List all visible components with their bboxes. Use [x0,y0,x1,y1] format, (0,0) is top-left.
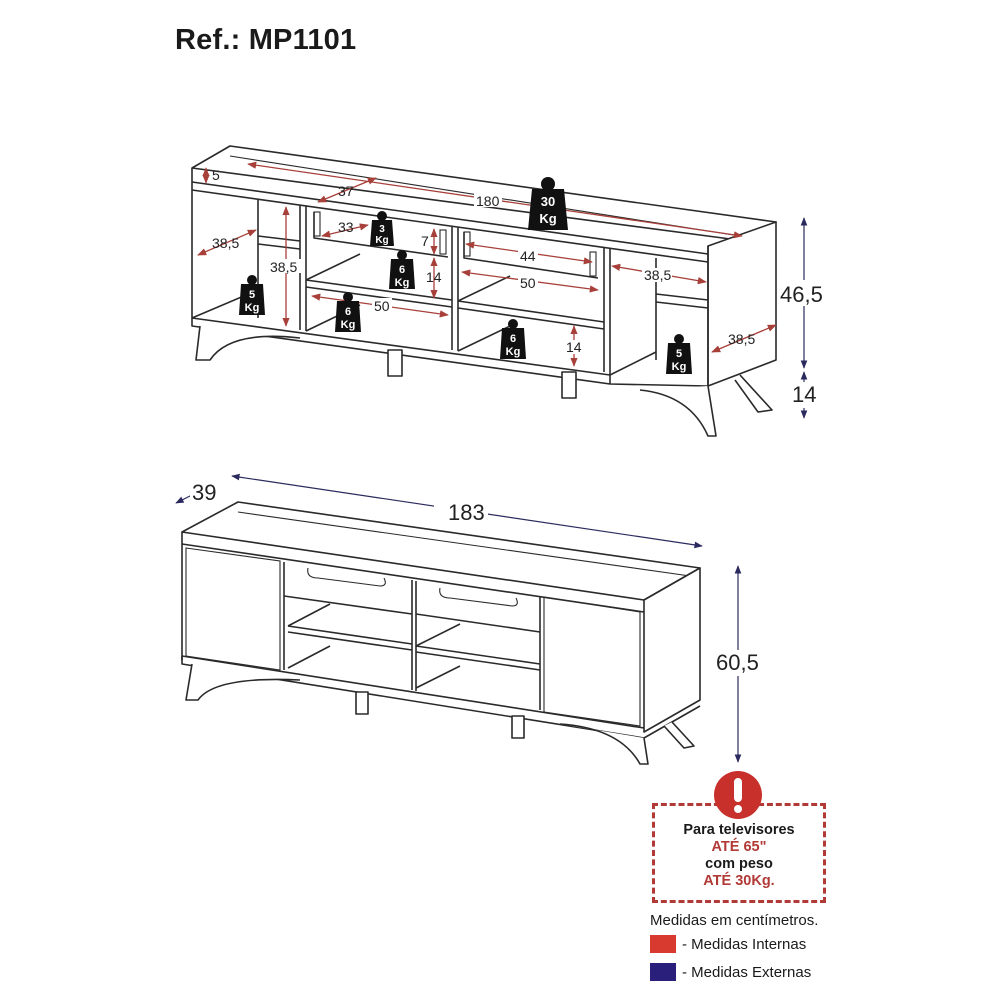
weight-icon-left-compartment: 5 Kg [239,275,265,315]
svg-text:5: 5 [676,348,682,360]
dim-leg-height: 14 [792,382,816,407]
weight-icon-left-drawer: 3 Kg [370,211,394,246]
legend-label-external: - Medidas Externas [682,963,812,981]
legend-label-internal: - Medidas Internas [682,935,807,953]
bottom-view-drawing: 39 183 60,5 [175,473,766,765]
dim-niche-width-right: 50 [520,275,536,291]
notice-line-3: com peso [705,856,773,872]
dim-niche-height-upper: 14 [426,269,442,285]
dim-left-compartment-depth: 38,5 [212,235,239,251]
dim-top-depth: 37 [338,183,354,199]
dim-body-height: 46,5 [780,282,823,307]
tv-capacity-notice: Para televisores ATÉ 65" com peso ATÉ 30… [652,803,826,903]
dim-niche-width-left: 50 [374,298,390,314]
svg-text:6: 6 [345,306,351,318]
dim-drawer-width-left: 33 [338,219,354,235]
svg-text:Kg: Kg [506,346,521,358]
red-swatch-icon [650,935,676,953]
legend-internal-measures: - Medidas Internas [650,934,806,954]
dim-right-compartment-width: 38,5 [644,267,671,283]
weight-icon-top: 30 Kg [528,177,568,230]
dim-drawer-height: 7 [421,233,429,249]
svg-text:Kg: Kg [539,211,556,226]
dim-drawer-width-right: 44 [520,248,536,264]
units-note: Medidas em centímetros. [650,912,819,929]
dim-top-width: 180 [476,193,500,209]
dim-right-compartment-depth: 38,5 [728,331,755,347]
dim-total-height: 60,5 [716,650,759,675]
svg-text:Kg: Kg [245,302,260,314]
notice-line-1: Para televisores [683,822,795,838]
product-reference-title: Ref.: MP1101 [175,24,357,56]
legend-external-measures: - Medidas Externas [650,962,811,982]
top-view-drawing: 5 37 180 38,5 38,5 33 7 14 50 44 50 38,5… [191,145,830,437]
weight-icon-left-upper-niche: 6 Kg [389,250,415,289]
notice-line-4: ATÉ 30Kg. [703,873,775,889]
svg-text:5: 5 [249,289,255,301]
dim-top-rail: 5 [212,167,220,183]
svg-text:Kg: Kg [395,277,410,289]
exclamation-alert-icon [714,771,762,819]
blue-swatch-icon [650,963,676,981]
dim-depth: 39 [192,480,216,505]
weight-icon-right-lower-niche: 6 Kg [500,319,526,359]
weight-icon-left-lower-niche: 6 Kg [335,292,361,332]
dim-niche-height-lower: 14 [566,339,582,355]
svg-text:30: 30 [541,194,555,209]
notice-line-2: ATÉ 65" [711,839,767,855]
weight-icon-right-compartment: 5 Kg [666,334,692,374]
svg-text:Kg: Kg [341,319,356,331]
svg-text:Kg: Kg [672,361,687,373]
dim-left-compartment-height: 38,5 [270,259,297,275]
dim-width: 183 [448,500,485,525]
svg-text:6: 6 [510,333,516,345]
svg-text:6: 6 [399,264,405,276]
svg-text:3: 3 [379,224,385,235]
svg-text:Kg: Kg [375,235,388,246]
